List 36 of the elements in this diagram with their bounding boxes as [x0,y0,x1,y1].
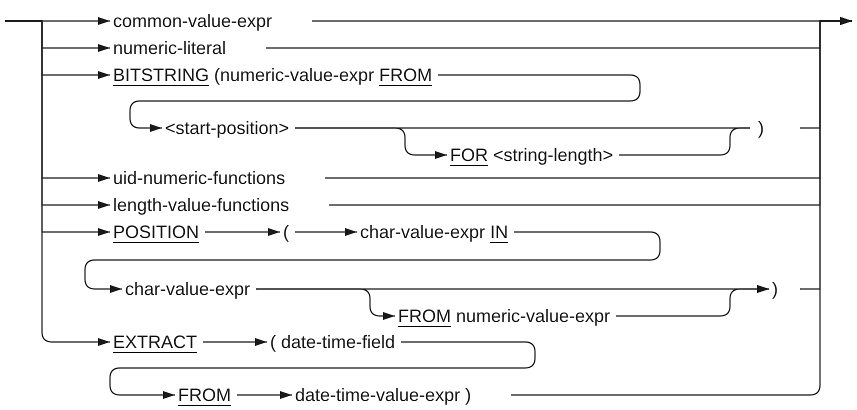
arrow [256,288,395,320]
syntax-term: ( [283,222,289,242]
syntax-keyword: FROM [398,306,451,326]
syntax-term: char-value-expr [360,222,486,242]
syntax-keyword: FROM [379,65,432,85]
arrow [109,341,536,399]
syntax-term: ( date-time-field [270,332,396,352]
syntax-term: ) [772,279,778,299]
arrow [203,338,267,346]
syntax-keyword: IN [490,222,508,242]
syntax-term: <start-position> [165,118,290,138]
syntax-keyword: EXTRACT [113,332,198,352]
syntax-keyword: FROM [178,385,231,405]
syntax-term: <string-length> [493,145,614,165]
arrow [295,228,357,236]
syntax-term: numeric-value-expr [456,306,610,326]
arrow [129,74,641,132]
syntax-term: numeric-literal [113,38,226,58]
connector-line [619,127,750,156]
syntax-term: length-value-functions [113,195,290,215]
arrow [295,127,447,159]
syntax-term: uid-numeric-functions [113,168,286,188]
syntax-keyword: FOR [450,145,488,165]
syntax-keyword: BITSTRING [113,65,210,85]
syntax-term: common-value-expr [113,11,272,31]
syntax-term: char-value-expr [125,279,250,299]
arrow [205,228,280,236]
arrow [616,285,769,317]
arrow [5,20,110,346]
arrow [237,391,292,399]
syntax-term: (numeric-value-expr [214,65,374,85]
syntax-term: ) [758,118,764,138]
arrow [511,17,852,396]
syntax-keyword: POSITION [113,222,200,242]
arrow [84,231,661,293]
syntax-term: date-time-value-expr ) [295,385,472,405]
